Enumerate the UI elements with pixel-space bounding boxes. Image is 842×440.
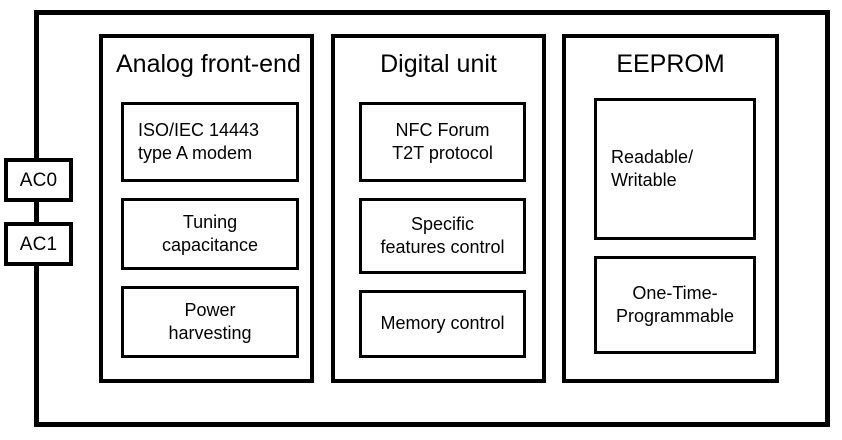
- block-memory-control: Memory control: [359, 290, 526, 358]
- section-eeprom: EEPROM Readable/ Writable One-Time- Prog…: [562, 34, 779, 383]
- section-title-digital-unit: Digital unit: [380, 50, 497, 78]
- block-iso-modem-line2: type A modem: [138, 143, 253, 163]
- pin-pad-ac1: AC1: [4, 222, 73, 266]
- section-digital-unit: Digital unit NFC Forum T2T protocol Spec…: [331, 34, 546, 383]
- block-specific-features-control: Specific features control: [359, 198, 526, 274]
- block-nfc-line1: NFC Forum: [395, 119, 490, 140]
- block-nfc-t2t-protocol: NFC Forum T2T protocol: [359, 102, 526, 182]
- block-features-line1: Specific: [410, 213, 475, 234]
- block-otp-line1: One-Time-: [632, 282, 718, 303]
- pin-label-ac1: AC1: [19, 233, 58, 255]
- section-analog-front-end: Analog front-end ISO/IEC 14443 type A mo…: [99, 34, 314, 383]
- block-nfc-line2: T2T protocol: [392, 143, 493, 163]
- block-rw-line2: Writable: [611, 170, 677, 190]
- block-rw-line1: Readable/: [611, 146, 694, 167]
- pin-pad-ac0: AC0: [4, 158, 73, 202]
- antenna-trace-line: [34, 10, 39, 427]
- block-harvesting-line2: harvesting: [168, 323, 252, 343]
- block-features-line2: features control: [380, 237, 505, 257]
- block-iso-modem: ISO/IEC 14443 type A modem: [121, 102, 299, 182]
- pin-label-ac0: AC0: [19, 169, 58, 191]
- section-title-analog-front-end: Analog front-end: [116, 50, 301, 78]
- section-title-eeprom: EEPROM: [616, 50, 725, 78]
- block-otp-line2: Programmable: [615, 306, 735, 326]
- block-tuning-line2: capacitance: [161, 235, 259, 255]
- block-readable-writable: Readable/ Writable: [594, 98, 756, 240]
- block-tuning-capacitance: Tuning capacitance: [121, 198, 299, 270]
- block-tuning-line1: Tuning: [182, 211, 238, 232]
- block-iso-modem-line1: ISO/IEC 14443: [138, 119, 260, 140]
- block-harvesting-line1: Power: [184, 299, 236, 320]
- block-power-harvesting: Power harvesting: [121, 286, 299, 358]
- block-one-time-programmable: One-Time- Programmable: [594, 256, 756, 354]
- block-memory-line1: Memory control: [380, 313, 505, 334]
